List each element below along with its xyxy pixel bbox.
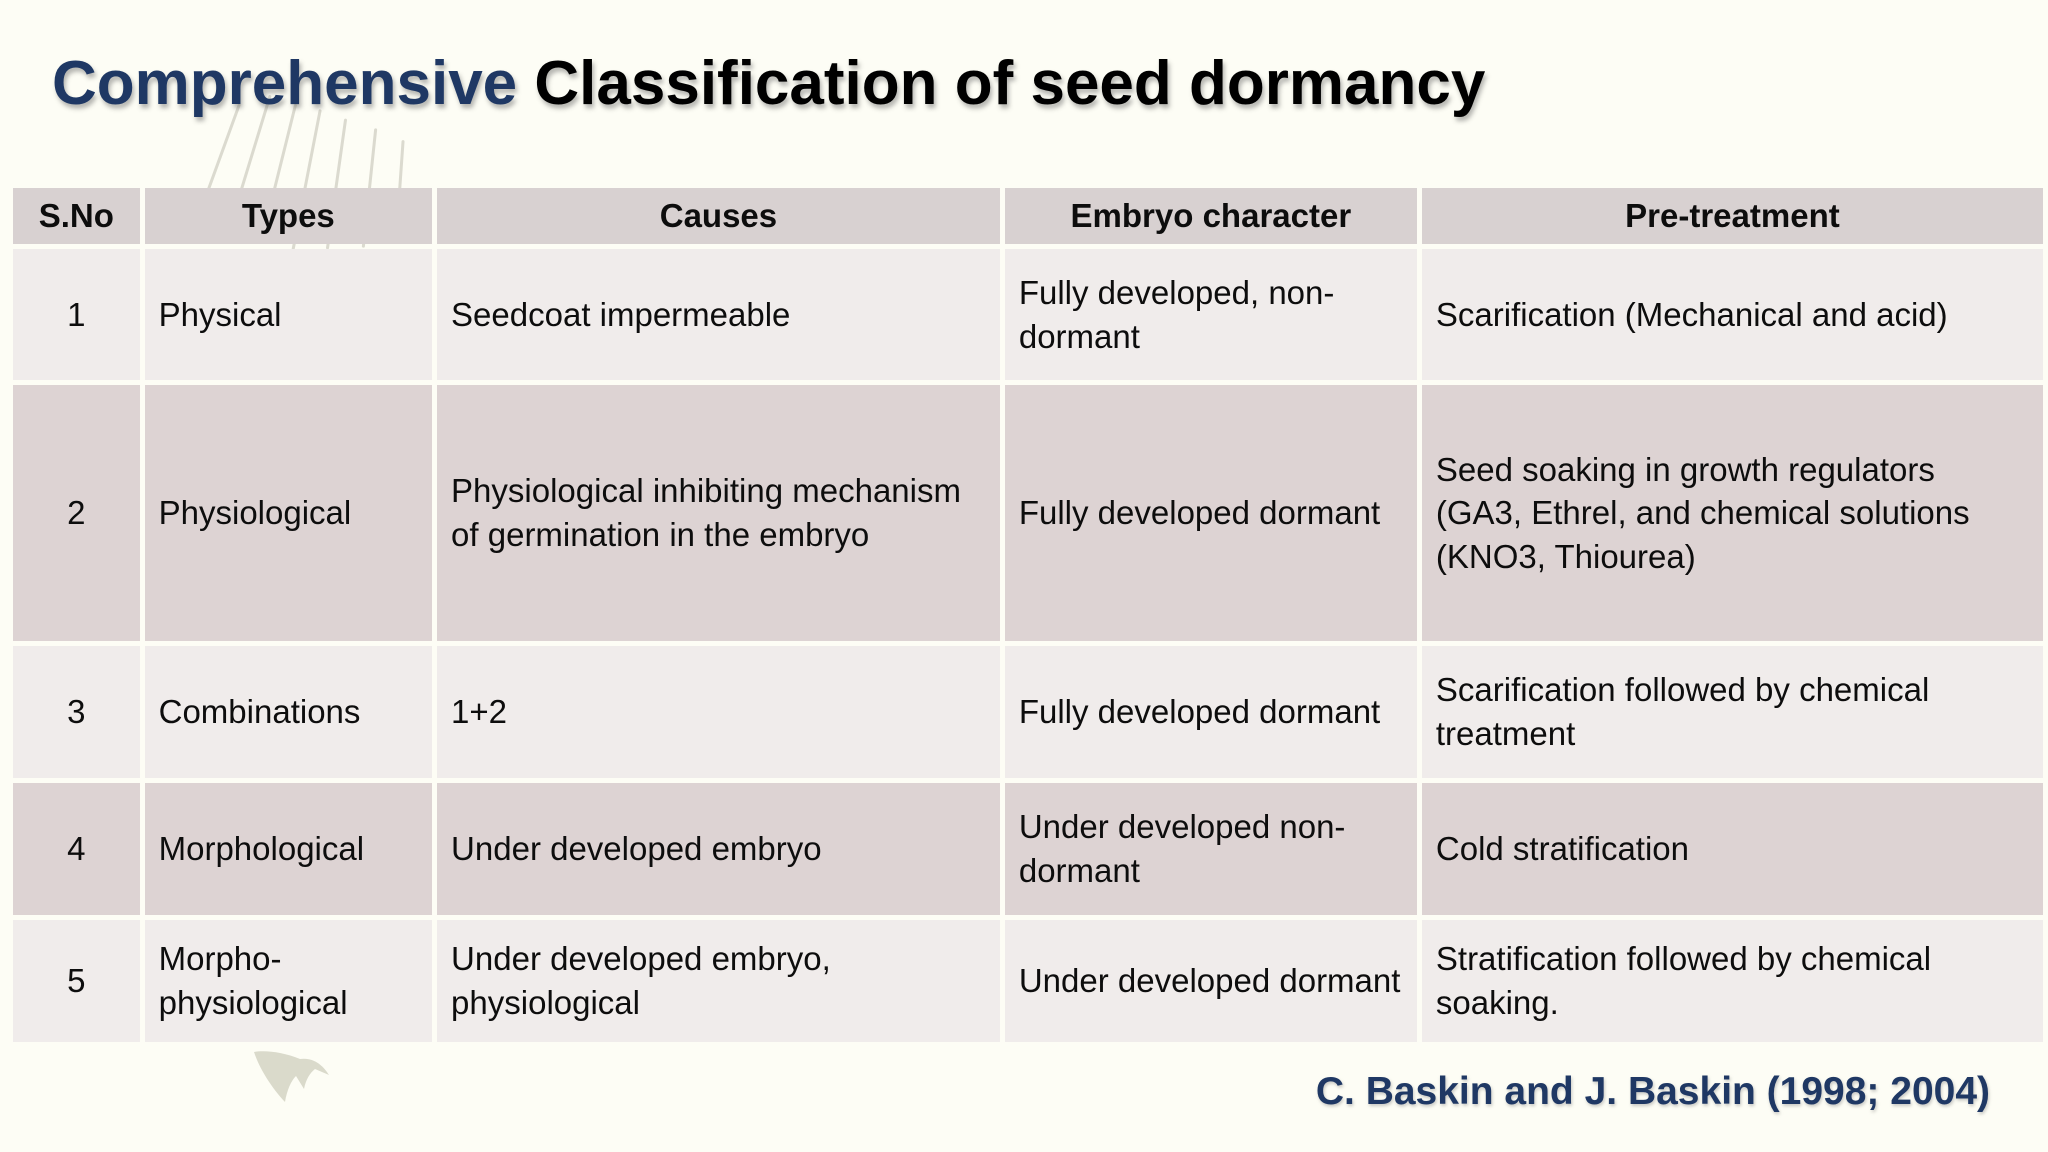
table-cell: Stratification followed by chemical soak… xyxy=(1421,920,2043,1042)
table-cell: 1+2 xyxy=(437,646,1000,778)
table-cell: Under developed embryo xyxy=(437,783,1000,915)
table-cell: Scarification (Mechanical and acid) xyxy=(1421,249,2043,380)
column-header: Embryo character xyxy=(1004,188,1417,244)
table-cell: Seed soaking in growth regulators (GA3, … xyxy=(1421,385,2043,641)
table-cell: Cold stratification xyxy=(1421,783,2043,915)
page-title-rest: Classification of seed dormancy xyxy=(517,49,1486,118)
table-cell: 1 xyxy=(13,249,140,380)
table-cell: Under developed non-dormant xyxy=(1004,783,1417,915)
table-cell: Morpho-physiological xyxy=(144,920,433,1042)
feather-tip-decoration xyxy=(254,1051,329,1102)
table-cell: Fully developed dormant xyxy=(1004,646,1417,778)
table-cell: Under developed dormant xyxy=(1004,920,1417,1042)
table-cell: Combinations xyxy=(144,646,433,778)
table-cell: 4 xyxy=(13,783,140,915)
table-cell: Under developed embryo, physiological xyxy=(437,920,1000,1042)
page-title: Comprehensive Classification of seed dor… xyxy=(52,48,1485,119)
table-cell: Fully developed, non-dormant xyxy=(1004,249,1417,380)
column-header: Pre-treatment xyxy=(1421,188,2043,244)
citation: C. Baskin and J. Baskin (1998; 2004) xyxy=(1315,1070,1990,1113)
table-cell: Physiological xyxy=(144,385,433,641)
table-cell: Scarification followed by chemical treat… xyxy=(1421,646,2043,778)
table-cell: Physical xyxy=(144,249,433,380)
page-title-highlight: Comprehensive xyxy=(52,49,518,118)
table-cell: Morphological xyxy=(144,783,433,915)
table-cell: 2 xyxy=(13,385,140,641)
column-header: Types xyxy=(144,188,433,244)
table-cell: Fully developed dormant xyxy=(1004,385,1417,641)
column-header: S.No xyxy=(13,188,140,244)
column-header: Causes xyxy=(437,188,1000,244)
table-cell: Physiological inhibiting mechanism of ge… xyxy=(437,385,1000,641)
table-cell: Seedcoat impermeable xyxy=(437,249,1000,380)
table-cell: 5 xyxy=(13,920,140,1042)
table-cell: 3 xyxy=(13,646,140,778)
